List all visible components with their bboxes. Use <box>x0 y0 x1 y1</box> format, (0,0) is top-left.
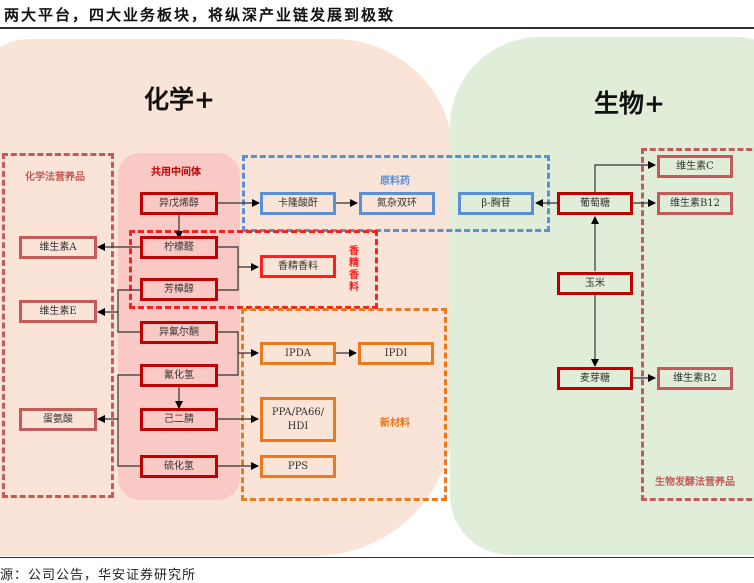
edge-trunk-e <box>117 289 140 333</box>
node-isophorone: 异氟尔酮 <box>140 321 218 344</box>
edge-trunk-methionine <box>117 374 140 467</box>
node-vitamin-e: 维生素E <box>19 300 97 323</box>
node-maltose: 麦芽糖 <box>557 367 633 390</box>
edge-iso-hcn <box>218 331 239 376</box>
title-divider <box>0 27 754 29</box>
node-adiponitrile: 己二腈 <box>140 408 218 431</box>
node-glucose: 葡萄糖 <box>557 192 633 215</box>
shared-intermediates-label: 共用中间体 <box>151 167 201 178</box>
node-isopentenol: 异戊烯醇 <box>140 192 218 215</box>
source-note: 源：公司公告，华安证券研究所 <box>0 568 197 583</box>
node-vitamin-a: 维生素A <box>19 236 97 259</box>
flavor-group <box>129 230 378 309</box>
new-materials-label: 新材料 <box>380 418 410 429</box>
chem-nutrition-group <box>2 153 114 498</box>
api-label: 原料药 <box>380 176 410 187</box>
node-citral: 柠檬醛 <box>140 236 218 259</box>
chem-nutrition-label: 化学法营养品 <box>25 172 85 183</box>
edge-citral-flavor <box>218 246 239 291</box>
flavor-label: 香精香料 <box>349 246 359 293</box>
api-group <box>242 155 550 232</box>
node-corn: 玉米 <box>557 272 633 295</box>
node-vitamin-c: 维生素C <box>657 155 733 178</box>
node-hcn: 氰化氢 <box>140 364 218 387</box>
source-divider <box>0 557 754 558</box>
new-materials-group <box>241 308 447 501</box>
biology-platform-label: 生物+ <box>594 89 665 118</box>
bio-nutrition-label: 生物发酵法营养品 <box>655 477 735 488</box>
node-beta-nucleoside: β-胸苷 <box>458 192 534 215</box>
biology-platform-panel <box>450 37 754 555</box>
node-h2s: 硫化氢 <box>140 455 218 478</box>
node-ppa-pa66-hdi: PPA/PA66/ HDI <box>260 397 336 442</box>
node-flavor-fragrance: 香精香料 <box>260 255 336 278</box>
node-methionine: 蛋氨酸 <box>19 408 97 431</box>
node-vitamin-b2: 维生素B2 <box>657 367 733 390</box>
chemistry-platform-label: 化学+ <box>144 85 215 114</box>
node-azabicycle: 氮杂双环 <box>359 192 435 215</box>
node-vitamin-b12: 维生素B12 <box>657 192 733 215</box>
bio-nutrition-group <box>641 148 754 501</box>
node-ipda: IPDA <box>260 342 336 365</box>
node-pps: PPS <box>260 455 336 478</box>
node-ipdi: IPDI <box>358 342 434 365</box>
edge-glucose-vc <box>594 161 656 192</box>
page-title: 两大平台，四大业务板块，将纵深产业链发展到极致 <box>4 6 396 24</box>
node-caronic-anhydride: 卡隆酸酐 <box>260 192 336 215</box>
node-aromatic-alcohol: 芳樟醇 <box>140 278 218 301</box>
shared-intermediates-zone <box>118 153 240 500</box>
